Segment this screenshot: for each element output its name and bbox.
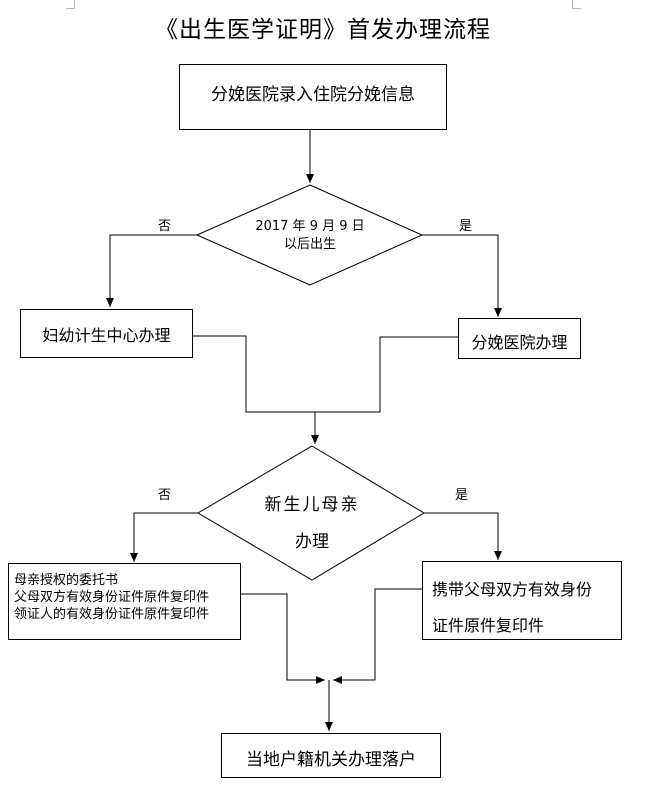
decision2-yes-label: 是	[455, 488, 469, 503]
arrow-decision1-no	[106, 234, 197, 307]
maternal-child-center-box	[20, 309, 193, 358]
decision1-text-line1: 2017 年 9 月 9 日	[255, 219, 365, 234]
line-right-to-end-merge	[333, 588, 422, 684]
maternal-child-center-label: 妇幼计生中心办理	[42, 326, 171, 345]
decision1-text-line2: 以后出生	[283, 237, 336, 252]
delivery-hospital-label: 分娩医院办理	[471, 333, 568, 352]
arrow-decision2-no	[130, 512, 198, 562]
proxy-documents-box	[8, 563, 241, 640]
proxy-documents-line1: 母亲授权的委托书	[14, 573, 119, 588]
decision1-diamond	[195, 184, 424, 286]
decision1-yes-label: 是	[459, 219, 473, 234]
parents-documents-box	[422, 561, 622, 640]
line-left-to-end-merge	[241, 593, 325, 684]
end-box	[221, 733, 441, 778]
proxy-documents-line2: 父母双方有效身份证件原件复印件	[14, 590, 210, 605]
decision2-text-line2: 办理	[295, 532, 329, 552]
start-box-label: 分娩医院录入住院分娩信息	[211, 85, 415, 105]
parents-documents-line1: 携带父母双方有效身份	[432, 580, 593, 599]
decision2-text-line1: 新生儿母亲	[264, 495, 360, 515]
decision2-no-label: 否	[158, 488, 172, 503]
decision1-no-label: 否	[158, 219, 172, 234]
crop-mark-top-left	[66, 0, 75, 9]
decision2-diamond	[197, 445, 425, 581]
arrow-decision1-yes	[422, 234, 502, 317]
proxy-documents-line3: 领证人的有效身份证件原件复印件	[14, 607, 210, 622]
page-title: 《出生医学证明》首发办理流程	[155, 17, 491, 43]
start-box	[179, 64, 447, 130]
arrow-decision2-yes	[424, 512, 502, 560]
crop-mark-top-right	[572, 0, 581, 9]
line-left-merge	[192, 335, 315, 413]
delivery-hospital-box	[458, 318, 581, 359]
line-right-merge	[315, 336, 458, 413]
end-box-label: 当地户籍机关办理落户	[246, 750, 416, 770]
parents-documents-line2: 证件原件复印件	[432, 616, 545, 635]
